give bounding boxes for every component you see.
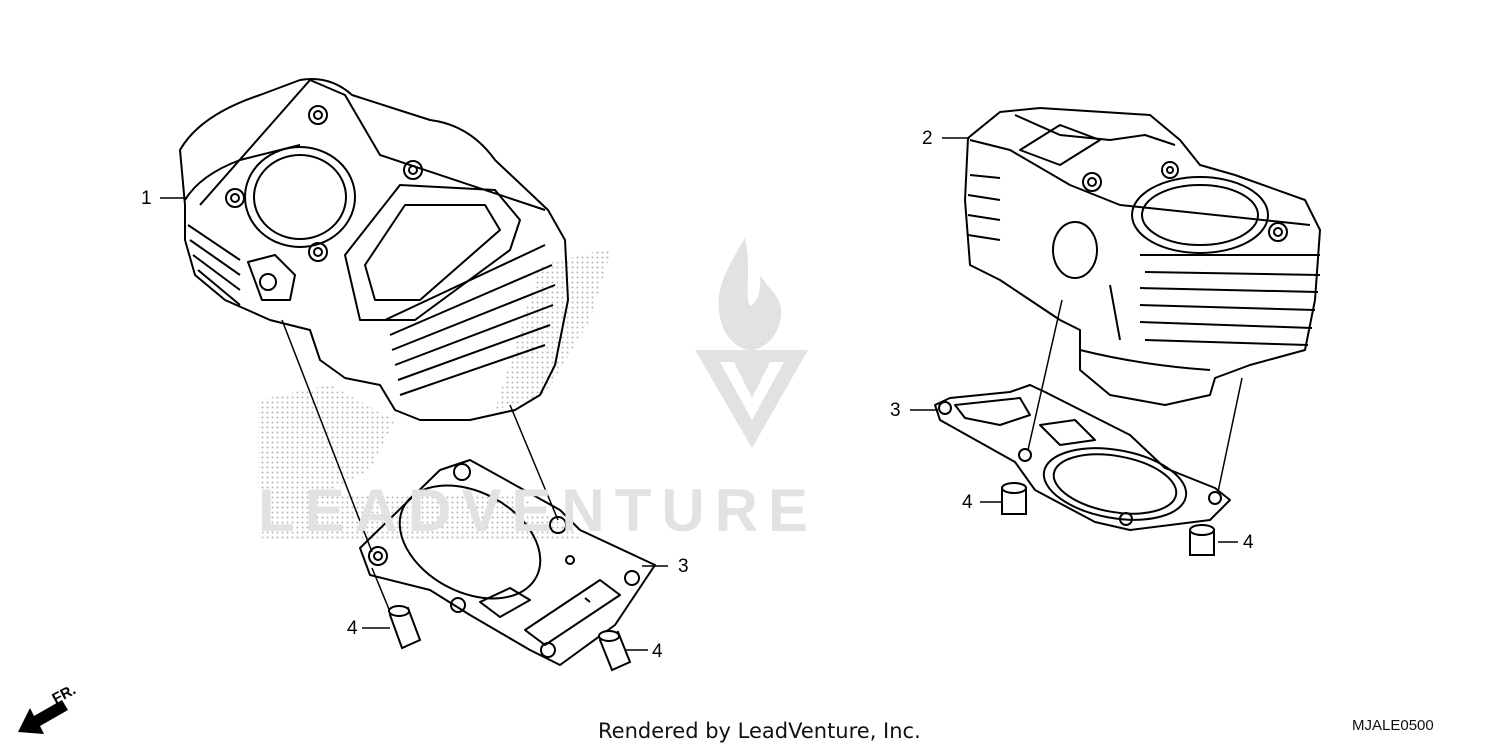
- front-arrow-icon: [18, 700, 68, 734]
- callout-4-left-pin-a: 4: [347, 618, 358, 639]
- callout-3-left-gasket: 3: [678, 556, 689, 577]
- halftone-background: [258, 248, 612, 540]
- left-dowel-pins: [388, 605, 632, 672]
- callout-2-right-cylinder: 2: [922, 128, 933, 149]
- right-leader-lines: [910, 137, 1243, 543]
- leadventure-logo-icon: [695, 238, 808, 448]
- callout-4-left-pin-b: 4: [652, 641, 663, 662]
- left-cylinder-drawing: [179, 78, 569, 421]
- callout-3-right-gasket: 3: [890, 400, 901, 421]
- right-dowel-pins: [1001, 482, 1215, 556]
- left-gasket-drawing: [359, 459, 656, 666]
- right-cylinder-drawing: [964, 107, 1321, 406]
- callout-4-right-pin-b: 4: [1243, 532, 1254, 553]
- left-leader-lines: [160, 197, 668, 651]
- callout-1-left-cylinder: 1: [141, 188, 152, 209]
- render-caption: Rendered by LeadVenture, Inc.: [598, 719, 921, 743]
- callout-4-right-pin-a: 4: [962, 492, 973, 513]
- watermark-text: LEADVENTURE: [258, 477, 819, 544]
- diagram-code: MJALE0500: [1352, 717, 1434, 734]
- right-gasket-drawing: [934, 384, 1231, 531]
